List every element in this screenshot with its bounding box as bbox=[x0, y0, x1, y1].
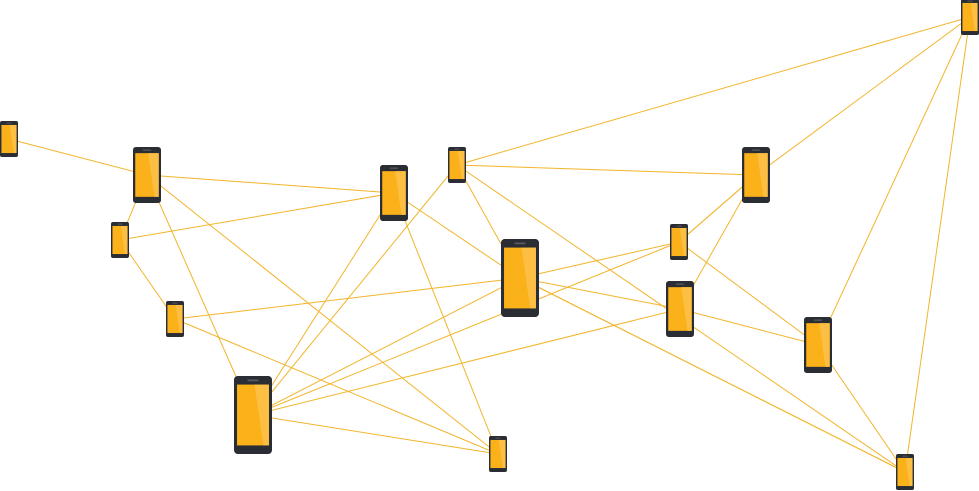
connection-lines bbox=[8, 16, 971, 473]
connection-line bbox=[252, 164, 458, 416]
smartphone-icon bbox=[666, 281, 694, 337]
smartphone-icon bbox=[896, 454, 914, 490]
connection-line bbox=[119, 192, 395, 241]
connection-line bbox=[679, 308, 819, 346]
connection-line bbox=[904, 16, 971, 473]
smartphone-icon bbox=[133, 147, 161, 203]
smartphone-icon bbox=[111, 222, 129, 258]
connection-line bbox=[456, 16, 971, 166]
connection-line bbox=[393, 192, 499, 455]
connection-line bbox=[146, 174, 254, 416]
smartphone-icon bbox=[489, 436, 507, 472]
smartphone-icon bbox=[0, 121, 18, 157]
connection-line bbox=[519, 277, 906, 473]
smartphone-icon bbox=[234, 376, 272, 454]
connection-line bbox=[252, 192, 395, 416]
smartphone-icon bbox=[166, 301, 184, 337]
connection-line bbox=[755, 16, 971, 176]
connection-line bbox=[8, 138, 148, 176]
connection-line bbox=[519, 277, 681, 310]
connection-line bbox=[174, 318, 499, 455]
smartphone-icon bbox=[380, 165, 408, 221]
smartphone-icon bbox=[670, 224, 688, 260]
connection-line bbox=[146, 174, 499, 455]
connection-line bbox=[817, 16, 971, 346]
smartphone-icon bbox=[501, 239, 539, 317]
connection-line bbox=[817, 344, 906, 473]
smartphone-icon bbox=[742, 147, 770, 203]
connection-line bbox=[678, 241, 819, 346]
connection-line bbox=[519, 241, 680, 279]
connection-line bbox=[252, 308, 681, 416]
connection-line bbox=[252, 241, 680, 416]
smartphone-icon bbox=[448, 147, 466, 183]
connection-line bbox=[393, 192, 521, 279]
smartphone-icon bbox=[961, 0, 979, 35]
connection-line bbox=[119, 239, 176, 320]
connection-line bbox=[146, 174, 395, 194]
connection-line bbox=[456, 164, 757, 176]
connection-line bbox=[252, 277, 521, 416]
connection-line bbox=[252, 414, 499, 455]
connection-line bbox=[174, 277, 521, 320]
smartphone-icon bbox=[804, 317, 832, 373]
